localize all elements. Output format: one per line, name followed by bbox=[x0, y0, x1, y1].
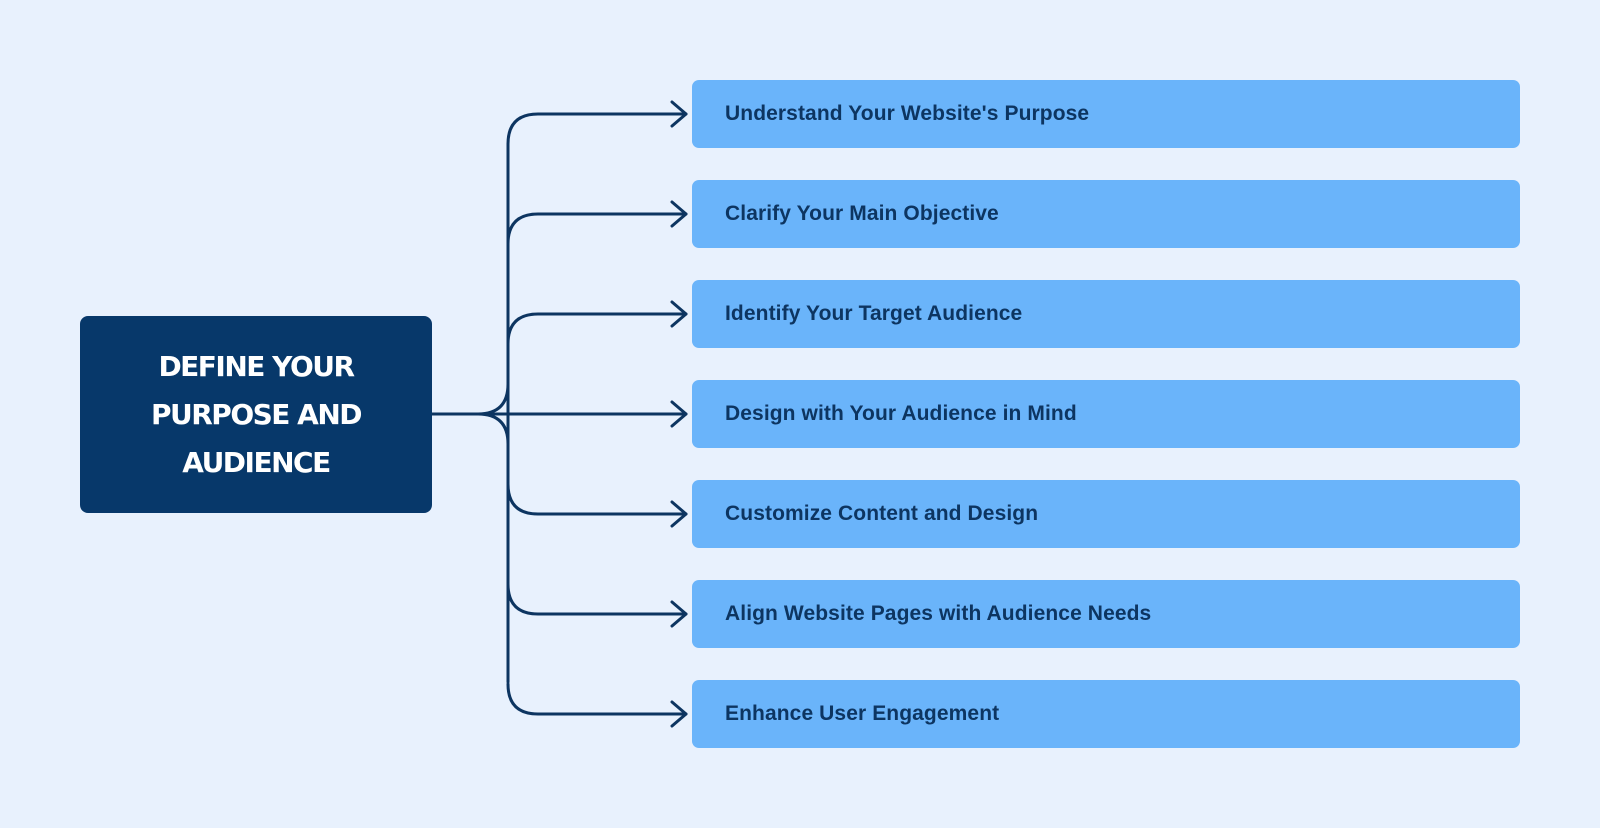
branch-connector-2 bbox=[506, 212, 688, 246]
branch-node-label: Identify Your Target Audience bbox=[725, 302, 1023, 325]
branch-connector-5 bbox=[506, 482, 688, 516]
trunk-join-up bbox=[476, 382, 510, 416]
branch-node-label: Understand Your Website's Purpose bbox=[725, 102, 1090, 125]
branch-node-label: Customize Content and Design bbox=[725, 502, 1039, 525]
arrow-right-icon bbox=[670, 600, 688, 628]
arrow-right-icon bbox=[670, 500, 688, 528]
branch-node-2: Clarify Your Main Objective bbox=[692, 180, 1520, 248]
branch-node-7: Enhance User Engagement bbox=[692, 680, 1520, 748]
branch-node-label: Clarify Your Main Objective bbox=[725, 202, 999, 225]
branch-connector-3 bbox=[506, 312, 688, 346]
arrow-right-icon bbox=[670, 700, 688, 728]
branch-node-5: Customize Content and Design bbox=[692, 480, 1520, 548]
arrow-right-icon bbox=[670, 100, 688, 128]
arrow-right-icon bbox=[670, 200, 688, 228]
branch-node-3: Identify Your Target Audience bbox=[692, 280, 1520, 348]
branch-connector-1 bbox=[506, 112, 688, 146]
branch-node-label: Design with Your Audience in Mind bbox=[725, 402, 1077, 425]
trunk-join-down bbox=[476, 412, 510, 446]
branch-node-label: Align Website Pages with Audience Needs bbox=[725, 602, 1152, 625]
branch-node-label: Enhance User Engagement bbox=[725, 702, 1000, 725]
arrow-right-icon bbox=[670, 300, 688, 328]
branch-node-1: Understand Your Website's Purpose bbox=[692, 80, 1520, 148]
branch-node-6: Align Website Pages with Audience Needs bbox=[692, 580, 1520, 648]
branch-connector-6 bbox=[506, 582, 688, 616]
root-node-label: DEFINE YOUR PURPOSE AND AUDIENCE bbox=[150, 349, 363, 479]
arrow-right-icon bbox=[670, 400, 688, 428]
branch-connector-7 bbox=[506, 682, 688, 716]
root-node: DEFINE YOUR PURPOSE AND AUDIENCE bbox=[80, 316, 432, 513]
branch-node-4: Design with Your Audience in Mind bbox=[692, 380, 1520, 448]
